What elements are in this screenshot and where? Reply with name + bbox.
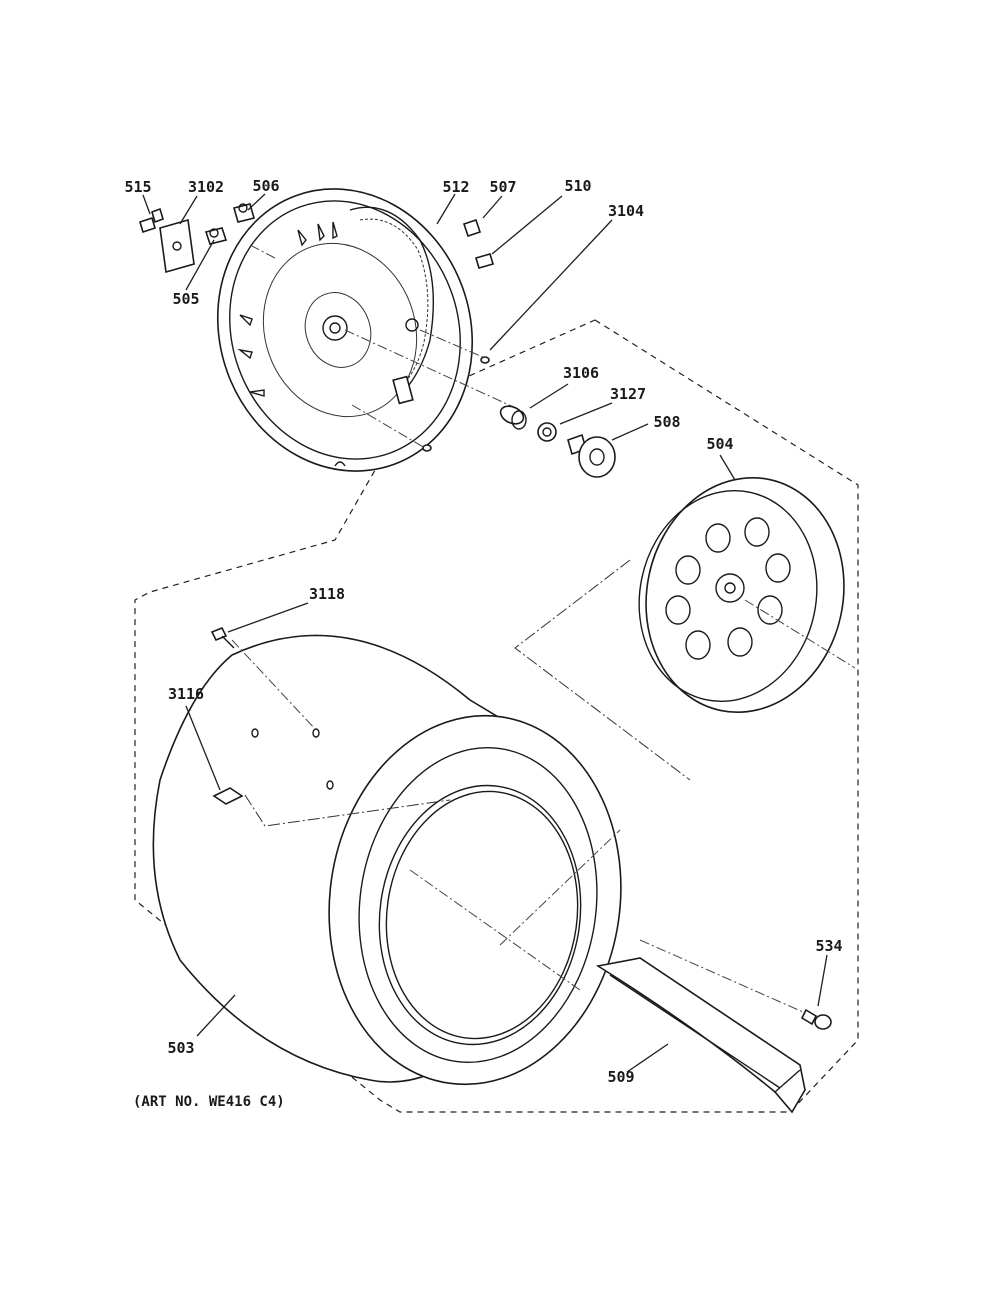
part-3102-plate (159, 218, 195, 274)
baffle-509 (595, 957, 806, 1114)
screw-bottom (422, 444, 432, 452)
label-510: 510 (564, 177, 591, 195)
leader-lines (142, 193, 828, 1073)
drum-back-plate (638, 476, 845, 714)
label-505: 505 (172, 290, 199, 308)
screw-534 (800, 1008, 832, 1030)
label-3116: 3116 (168, 685, 204, 703)
label-3118: 3118 (309, 585, 345, 603)
label-515: 515 (124, 178, 151, 196)
label-507: 507 (489, 178, 516, 196)
screw-3104 (480, 356, 490, 364)
part-505 (204, 227, 228, 245)
part-507 (462, 218, 482, 238)
label-503: 503 (167, 1039, 194, 1057)
label-534: 534 (815, 937, 842, 955)
label-504: 504 (706, 435, 733, 453)
label-508: 508 (653, 413, 680, 431)
label-512: 512 (442, 178, 469, 196)
screw-3118 (210, 626, 235, 649)
label-3127: 3127 (610, 385, 646, 403)
shaft-508 (567, 433, 616, 478)
label-506: 506 (252, 177, 279, 195)
label-509: 509 (607, 1068, 634, 1086)
drum (152, 634, 622, 1086)
part-515 (139, 207, 164, 234)
assembly-boundary (134, 319, 859, 1113)
clip-3116 (212, 787, 244, 805)
label-3106: 3106 (563, 364, 599, 382)
washer-3127 (537, 422, 557, 442)
label-3102: 3102 (188, 178, 224, 196)
label-3104: 3104 (608, 202, 644, 220)
art-number: (ART NO. WE416 C4) (133, 1094, 285, 1110)
bearing-3106 (499, 405, 527, 430)
part-510 (475, 253, 494, 269)
